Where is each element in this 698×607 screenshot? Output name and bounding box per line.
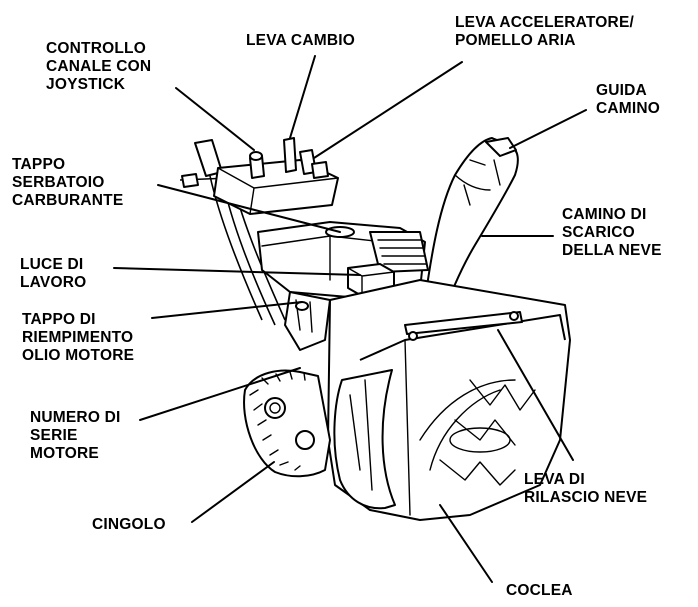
auger-housing-drawing [327, 279, 571, 521]
label-release-line-1: LEVA DI [524, 471, 585, 488]
leader-throttle [313, 61, 463, 159]
leader-track [191, 461, 275, 523]
label-oil-cap-line-1: TAPPO DI [22, 311, 96, 328]
label-release-line-2: RILASCIO NEVE [524, 489, 648, 506]
label-track-line-1: CINGOLO [92, 516, 166, 533]
track-drawing [243, 369, 331, 478]
label-engine-serial: NUMERO DI SERIE MOTORE [30, 409, 121, 463]
label-work-light-line-1: LUCE DI [20, 256, 84, 273]
control-panel-drawing [213, 137, 339, 215]
label-serial-line-3: MOTORE [30, 445, 99, 462]
leader-gear-lever [289, 55, 316, 139]
label-discharge-line-3: DELLA NEVE [562, 242, 662, 259]
label-work-light-line-2: LAVORO [20, 274, 87, 291]
leader-joystick [175, 87, 255, 151]
label-chute-guide-line-1: GUIDA [596, 82, 647, 99]
leader-work-light [113, 267, 361, 276]
label-throttle-line-1: LEVA ACCELERATORE/ [455, 14, 634, 31]
label-auger: COCLEA [506, 582, 573, 600]
label-discharge-line-1: CAMINO DI [562, 206, 647, 223]
label-joystick-line-3: JOYSTICK [46, 76, 126, 93]
label-throttle-line-2: POMELLO ARIA [455, 32, 576, 49]
leader-engine-serial [139, 367, 301, 421]
discharge-chute-drawing [424, 137, 519, 323]
leader-chute-guide [509, 109, 587, 149]
leader-auger [439, 504, 493, 583]
label-fuel-cap-line-3: CARBURANTE [12, 192, 124, 209]
label-gear-lever: LEVA CAMBIO [246, 32, 355, 50]
label-throttle-choke: LEVA ACCELERATORE/ POMELLO ARIA [455, 14, 634, 50]
leader-oil-cap [151, 301, 303, 319]
label-discharge-chute: CAMINO DI SCARICO DELLA NEVE [562, 206, 662, 260]
label-oil-cap: TAPPO DI RIEMPIMENTO OLIO MOTORE [22, 311, 134, 365]
label-fuel-cap-line-1: TAPPO [12, 156, 66, 173]
label-track: CINGOLO [92, 516, 166, 534]
leader-lines [113, 55, 587, 583]
label-chute-guide-line-2: CAMINO [596, 100, 661, 117]
handlebar-drawing [179, 139, 286, 326]
label-chute-guide: GUIDA CAMINO [596, 82, 660, 118]
label-gear-lever-line-1: LEVA CAMBIO [246, 32, 355, 49]
label-fuel-cap-line-2: SERBATOIO [12, 174, 105, 191]
label-oil-cap-line-3: OLIO MOTORE [22, 347, 135, 364]
label-work-light: LUCE DI LAVORO [20, 256, 86, 292]
label-release-lever: LEVA DI RILASCIO NEVE [524, 471, 647, 507]
label-discharge-line-2: SCARICO [562, 224, 635, 241]
label-joystick-line-2: CANALE CON [46, 58, 152, 75]
leader-release-lever [497, 329, 574, 461]
label-fuel-cap: TAPPO SERBATOIO CARBURANTE [12, 156, 123, 210]
label-oil-cap-line-2: RIEMPIMENTO [22, 329, 134, 346]
label-joystick: CONTROLLO CANALE CON JOYSTICK [46, 40, 151, 94]
leader-fuel-cap [157, 184, 341, 233]
label-auger-line-1: COCLEA [506, 582, 573, 599]
label-serial-line-1: NUMERO DI [30, 409, 121, 426]
label-joystick-line-1: CONTROLLO [46, 40, 146, 57]
label-serial-line-2: SERIE [30, 427, 78, 444]
